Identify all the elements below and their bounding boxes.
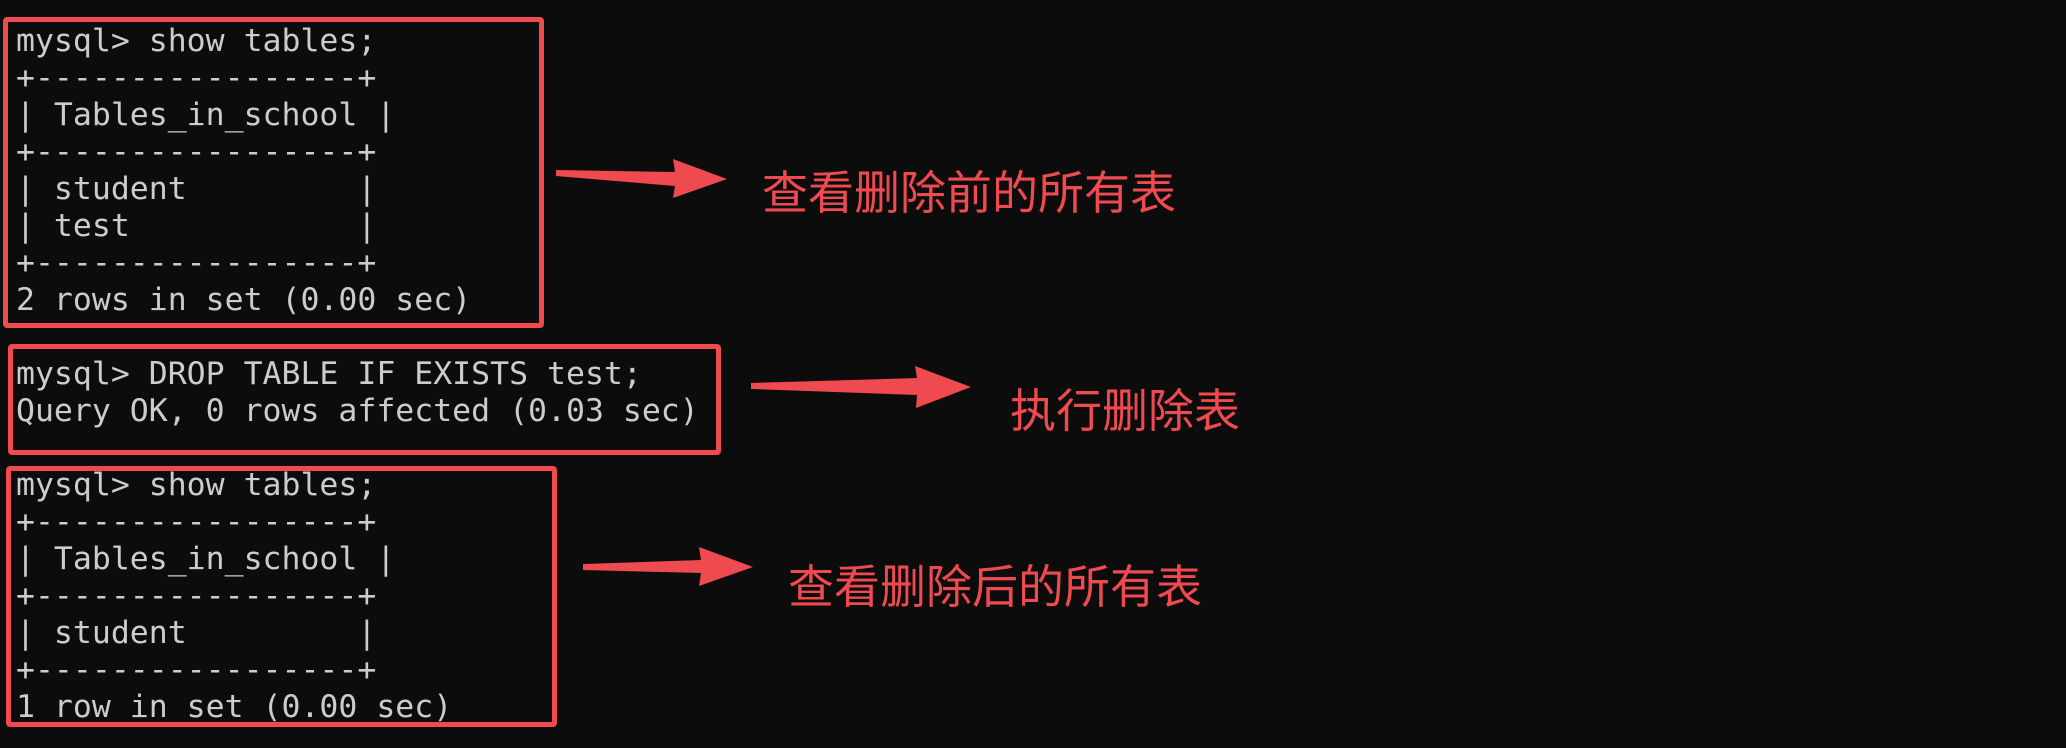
- terminal-line: +-----------------+: [16, 578, 377, 614]
- arrow-right-icon: [556, 159, 727, 198]
- arrow-right-icon: [583, 547, 753, 586]
- terminal-line: Query OK, 0 rows affected (0.03 sec): [16, 393, 699, 429]
- terminal-line: mysql> show tables;: [16, 23, 377, 59]
- annotation-before: 查看删除前的所有表: [762, 166, 1176, 220]
- terminal-line: mysql> show tables;: [16, 467, 377, 503]
- highlight-box-execute: [8, 344, 721, 455]
- terminal-line: | Tables_in_school |: [16, 97, 396, 133]
- annotation-execute: 执行删除表: [1010, 384, 1240, 438]
- highlight-box-before: [3, 17, 544, 328]
- terminal-line: | student |: [16, 615, 377, 651]
- terminal-line: | test |: [16, 208, 377, 244]
- terminal-line: +-----------------+: [16, 245, 377, 281]
- annotation-after: 查看删除后的所有表: [788, 560, 1202, 614]
- terminal-line: | student |: [16, 171, 377, 207]
- arrow-right-icon: [751, 366, 971, 408]
- highlight-box-after: [6, 466, 557, 727]
- terminal-line: +-----------------+: [16, 60, 377, 96]
- terminal-line: mysql> DROP TABLE IF EXISTS test;: [16, 356, 642, 392]
- terminal-line: 2 rows in set (0.00 sec): [16, 282, 472, 318]
- terminal-line: +-----------------+: [16, 504, 377, 540]
- terminal-line: 1 row in set (0.00 sec): [16, 689, 453, 725]
- terminal-line: +-----------------+: [16, 134, 377, 170]
- terminal-line: +-----------------+: [16, 652, 377, 688]
- terminal-line: | Tables_in_school |: [16, 541, 396, 577]
